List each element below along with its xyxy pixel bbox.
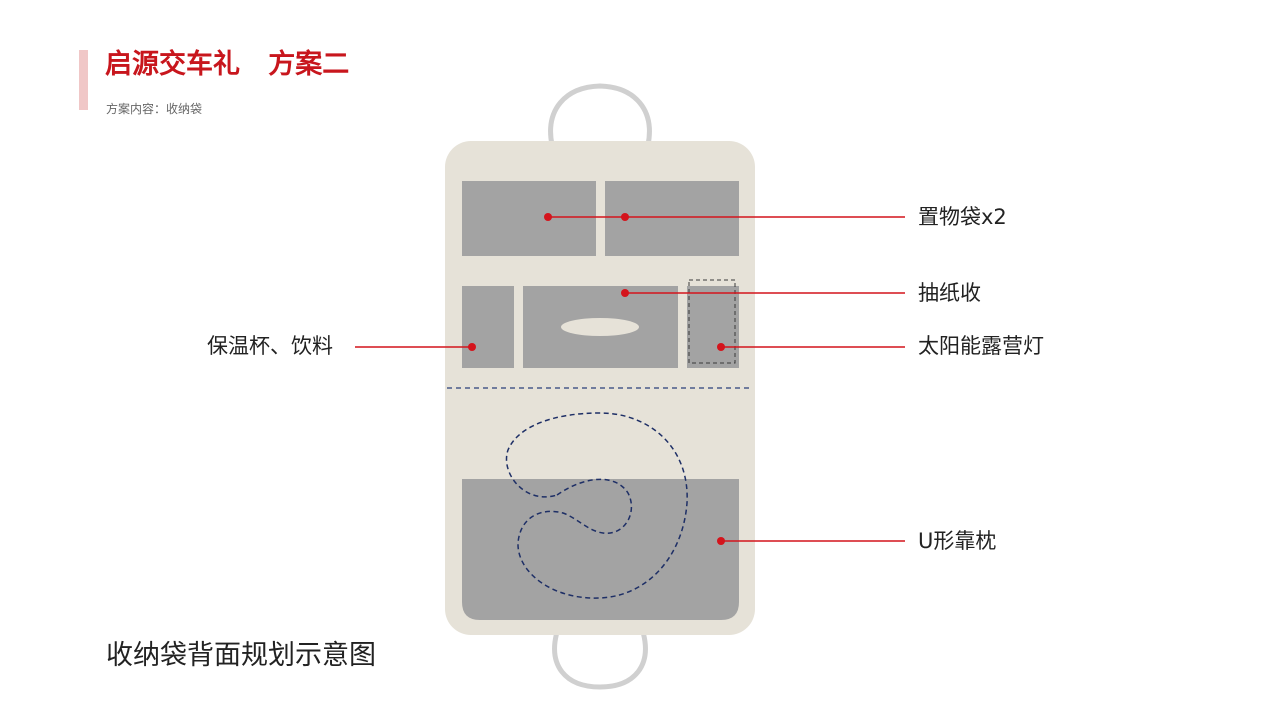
bottom-handle (552, 631, 648, 690)
page-title: 启源交车礼 方案二 (105, 49, 350, 80)
lamp-pocket (687, 286, 739, 368)
dot-solar-lamp (717, 343, 725, 351)
dot-u-pillow (717, 537, 725, 545)
label-cup-drinks: 保温杯、饮料 (207, 334, 333, 358)
dot-storage-right (621, 213, 629, 221)
cup-pocket (462, 286, 514, 368)
u-pillow-outline-dashed (505, 412, 688, 599)
label-solar-lamp: 太阳能露营灯 (918, 334, 1044, 358)
top-handle (548, 83, 652, 146)
lamp-outline-dashed (688, 279, 736, 364)
dot-cup-drinks (468, 343, 476, 351)
page-subtitle: 方案内容：收纳袋 (106, 102, 203, 116)
pillow-pocket (462, 479, 739, 620)
storage-pocket-left (462, 181, 596, 256)
tissue-slot (561, 318, 639, 336)
dot-tissue (621, 289, 629, 297)
callout-dots (468, 213, 725, 545)
dot-storage-left (544, 213, 552, 221)
label-u-pillow: U形靠枕 (918, 529, 997, 553)
label-tissue: 抽纸收 (918, 281, 981, 305)
title-accent-bar (79, 50, 88, 110)
leader-lines (355, 216, 905, 542)
label-storage-pockets: 置物袋x2 (918, 205, 1007, 229)
diagram-caption: 收纳袋背面规划示意图 (106, 640, 376, 671)
